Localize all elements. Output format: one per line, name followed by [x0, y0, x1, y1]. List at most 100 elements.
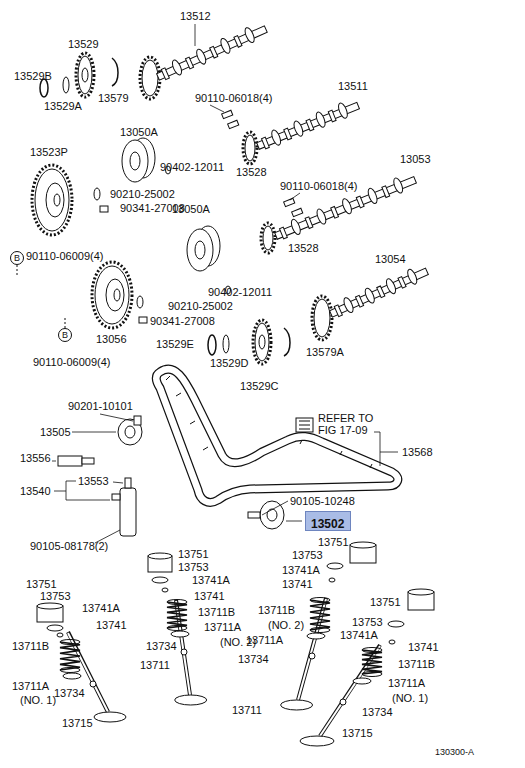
- valve-spring: [167, 602, 187, 628]
- vvt-unit: [130, 152, 140, 170]
- callout-number: 13751: [178, 548, 209, 560]
- valve-spring: [310, 628, 330, 633]
- tensioner-pulley: [125, 426, 135, 438]
- bolt: [284, 198, 295, 206]
- camshaft: [406, 268, 419, 285]
- push-rod: [125, 478, 131, 488]
- callout-number: 13711B: [198, 606, 235, 618]
- cam-pulley-hub: [106, 279, 124, 311]
- callout-number: 13054: [375, 253, 406, 265]
- valve: [300, 736, 334, 746]
- callout-number: 90110-06018(4): [280, 180, 357, 192]
- c-clip: [284, 328, 290, 356]
- callout-number: 13711: [232, 704, 262, 716]
- camshaft: [280, 227, 288, 239]
- callout-number: 13751: [318, 536, 349, 548]
- spring-retainer: [307, 633, 325, 639]
- valve-spring: [60, 640, 80, 645]
- highlighted-part-number: 13502: [305, 511, 351, 531]
- callout-number: 13512: [180, 10, 211, 22]
- callout-number: 13741A: [340, 629, 378, 641]
- leader-line: [195, 24, 196, 46]
- vvt-unit: [187, 229, 213, 271]
- camshaft: [255, 97, 361, 152]
- camshaft: [210, 46, 218, 58]
- cam-pulley-hub: [114, 289, 120, 301]
- cam-pulley-hub: [54, 194, 60, 206]
- camshaft: [328, 110, 336, 122]
- callout-number: 13553: [78, 475, 109, 487]
- sprocket: [76, 53, 94, 97]
- callout-number: 13529E: [156, 338, 194, 350]
- camshaft: [275, 177, 417, 240]
- valve: [281, 700, 313, 710]
- camshaft: [157, 26, 268, 80]
- callout-number: 13529B: [14, 70, 52, 82]
- callout-number: 13711A: [12, 680, 49, 692]
- valve-spring: [60, 642, 80, 670]
- callout-number: 13053: [400, 153, 431, 165]
- sprocket: [78, 56, 92, 94]
- callout-number: 13056: [96, 333, 127, 345]
- bolt: [134, 416, 141, 425]
- camshaft: [195, 48, 208, 65]
- camshaft: [356, 196, 364, 208]
- callout-number: (NO. 2): [268, 619, 304, 631]
- callout-number: 13711A: [204, 621, 241, 633]
- callout-number: 90402-12011: [208, 286, 272, 298]
- callout-number: 90210-25002: [110, 188, 175, 200]
- camshaft: [315, 208, 327, 225]
- callout-number: 13734: [54, 687, 85, 699]
- callout-number: REFER TO: [318, 412, 373, 424]
- cam-pulley: [35, 169, 69, 231]
- bolt: [248, 512, 260, 518]
- idler-pulley: [267, 509, 277, 521]
- sprocket-hub: [82, 68, 88, 82]
- callout-number: 13711B: [12, 640, 49, 652]
- leader-line: [210, 105, 224, 112]
- callout-number: 13741: [194, 590, 225, 602]
- spring-ring: [223, 335, 229, 353]
- valve-spring: [362, 650, 382, 674]
- leader-lines: [52, 24, 398, 543]
- camshaft: [219, 37, 232, 54]
- camshaft: [305, 217, 313, 229]
- leader-line: [113, 482, 123, 483]
- callout-number: 13734: [238, 653, 269, 665]
- valve: [175, 695, 207, 705]
- camshaft: [243, 26, 256, 43]
- leader-line: [72, 432, 116, 433]
- callout-number: 13734: [362, 706, 393, 718]
- camshaft: [330, 268, 429, 317]
- cam-gear: [243, 132, 257, 164]
- camshaft: [337, 102, 349, 119]
- callout-number: 13741: [408, 641, 439, 653]
- camshaft: [334, 305, 342, 317]
- spring-retainer: [63, 673, 81, 679]
- callout-number: 13711A: [246, 634, 283, 646]
- valve-shim: [47, 625, 63, 631]
- callout-number: 13528: [288, 242, 319, 254]
- valve-lifter: [37, 603, 63, 609]
- cam-pulley: [32, 165, 72, 235]
- camshaft: [270, 129, 282, 146]
- valve-lifter: [350, 542, 376, 563]
- cam-gear: [312, 296, 332, 340]
- callout-number: 130300-A: [435, 746, 474, 758]
- stem-seal: [340, 699, 346, 705]
- valve-lifter: [148, 553, 172, 559]
- leader-line: [286, 521, 302, 522]
- valve-spring: [60, 640, 80, 673]
- callout-number: 13711B: [258, 604, 295, 616]
- snap-ring: [208, 335, 216, 355]
- callout-number: 13753: [352, 616, 383, 628]
- camshaft: [171, 59, 184, 76]
- camshaft: [273, 171, 418, 242]
- washer: [137, 296, 143, 308]
- valve-spring: [310, 598, 330, 633]
- valve-shim: [327, 563, 343, 569]
- callout-number: 13753: [178, 561, 209, 573]
- camshaft: [292, 120, 304, 137]
- bushing: [58, 456, 82, 466]
- washer: [94, 188, 100, 200]
